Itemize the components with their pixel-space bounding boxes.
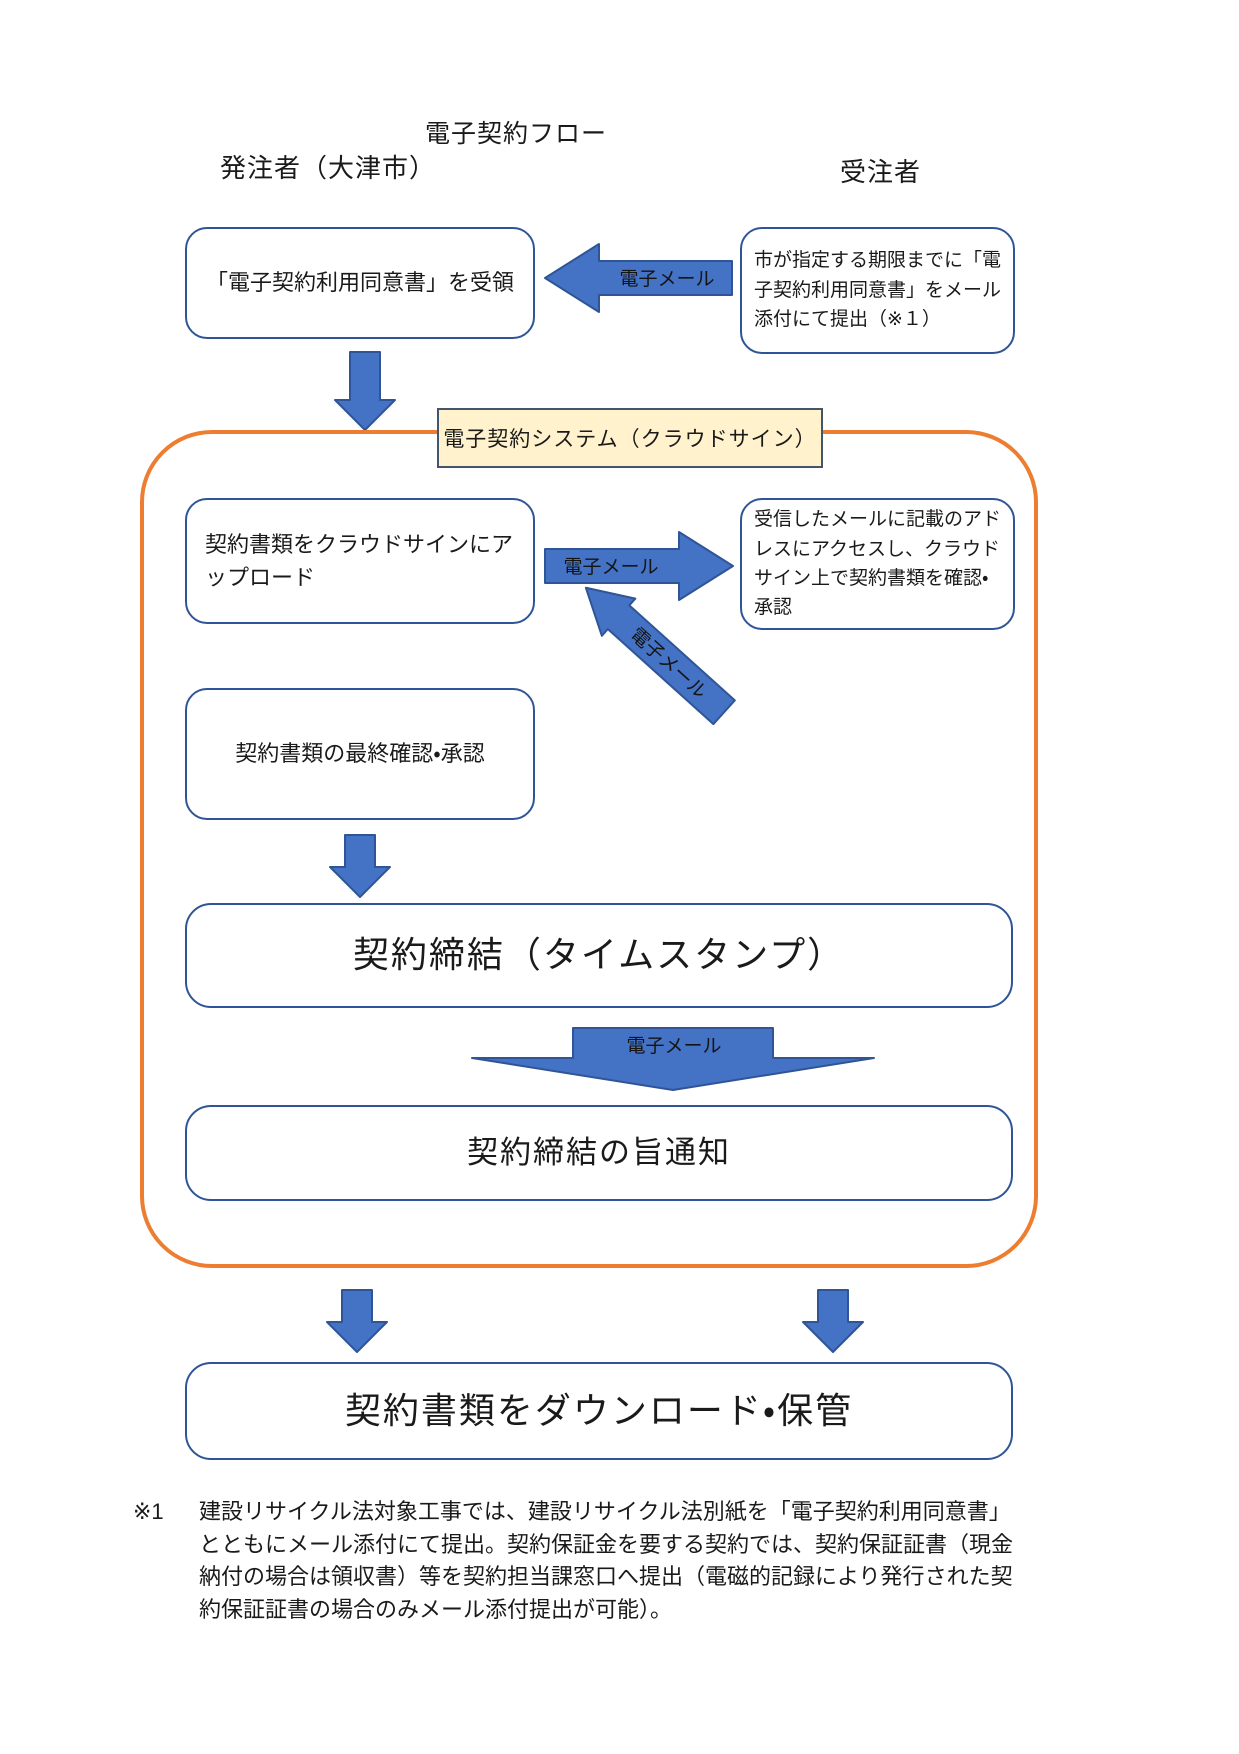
box-submit-agreement: 市が指定する期限までに「電子契約利用同意書」をメール添付にて提出（※１） xyxy=(740,227,1015,354)
flow-down-arrow-right-exit-shape xyxy=(802,1289,864,1353)
flow-down-arrow-right-exit xyxy=(802,1289,864,1353)
email-arrow-diagonal-shape xyxy=(584,586,736,726)
flow-down-arrow-1 xyxy=(334,351,396,431)
box-upload-documents-label: 契約書類をクラウドサインにアップロード xyxy=(205,532,514,590)
footnote-text: 建設リサイクル法対象工事では、建設リサイクル法別紙を「電子契約利用同意書」ととも… xyxy=(199,1499,1014,1622)
footnote: ※1 建設リサイクル法対象工事では、建設リサイクル法別紙を「電子契約利用同意書」… xyxy=(133,1496,1028,1626)
footnote-marker: ※1 xyxy=(133,1499,164,1524)
box-access-confirm-label: 受信したメールに記載のアドレスにアクセスし、クラウドサイン上で契約書類を確認・承… xyxy=(754,509,1002,619)
email-arrow-left-shape xyxy=(544,243,733,313)
box-download-store-label: 契約書類をダウンロード・保管 xyxy=(344,1389,854,1431)
box-final-confirmation: 契約書類の最終確認・承認 xyxy=(185,688,535,820)
flow-down-arrow-left-exit xyxy=(326,1289,388,1353)
email-arrow-wide-down-shape xyxy=(471,1027,875,1091)
flow-down-arrow-2-shape xyxy=(329,834,391,898)
box-submit-agreement-label: 市が指定する期限までに「電子契約利用同意書」をメール添付にて提出（※１） xyxy=(754,250,1002,331)
email-arrow-left-label: 電子メール xyxy=(619,269,714,290)
email-arrow-right: 電子メール xyxy=(544,531,734,601)
box-receive-agreement: 「電子契約利用同意書」を受領 xyxy=(185,227,535,339)
flow-down-arrow-2 xyxy=(329,834,391,898)
flow-down-arrow-left-exit-shape xyxy=(326,1289,388,1353)
box-contract-conclusion-label: 契約締結（タイムスタンプ） xyxy=(352,934,846,976)
box-access-confirm: 受信したメールに記載のアドレスにアクセスし、クラウドサイン上で契約書類を確認・承… xyxy=(740,498,1015,630)
email-arrow-wide-down-label: 電子メール xyxy=(626,1036,721,1057)
column-header-orderer: 発注者（大津市） xyxy=(220,153,437,183)
box-final-confirmation-label: 契約書類の最終確認・承認 xyxy=(235,741,485,767)
email-arrow-right-shape xyxy=(544,531,734,601)
box-conclusion-notice: 契約締結の旨通知 xyxy=(185,1105,1013,1201)
cloudsign-system-banner-label: 電子契約システム（クラウドサイン） xyxy=(443,428,817,451)
box-receive-agreement-label: 「電子契約利用同意書」を受領 xyxy=(205,270,514,296)
flow-down-arrow-1-shape xyxy=(334,351,396,431)
box-upload-documents: 契約書類をクラウドサインにアップロード xyxy=(185,498,535,624)
box-conclusion-notice-label: 契約締結の旨通知 xyxy=(467,1134,731,1170)
box-download-store: 契約書類をダウンロード・保管 xyxy=(185,1362,1013,1460)
email-arrow-wide-down: 電子メール xyxy=(471,1027,875,1091)
column-header-contractor: 受注者 xyxy=(840,157,922,187)
email-arrow-left: 電子メール xyxy=(544,243,733,313)
email-arrow-right-label: 電子メール xyxy=(563,557,658,578)
box-contract-conclusion: 契約締結（タイムスタンプ） xyxy=(185,903,1013,1008)
page-title: 電子契約フロー xyxy=(425,120,608,148)
cloudsign-system-banner: 電子契約システム（クラウドサイン） xyxy=(437,408,823,468)
